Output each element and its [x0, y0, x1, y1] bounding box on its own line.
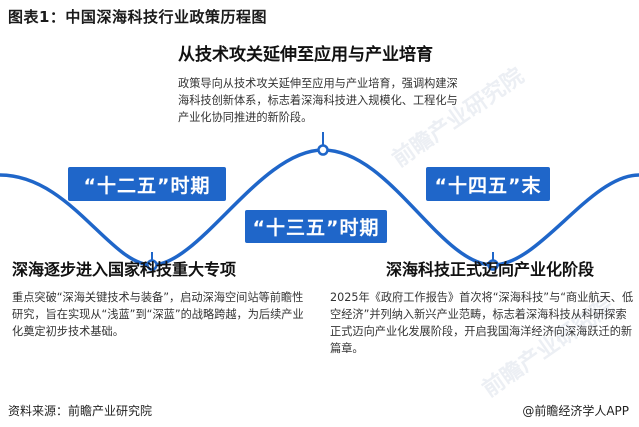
- right-heading: 深海科技正式迈向产业化阶段: [386, 260, 595, 279]
- timeline-node-top: [317, 144, 329, 156]
- top-heading: 从技术攻关延伸至应用与产业培育: [178, 45, 433, 65]
- right-description: 2025年《政府工作报告》首次将“深海科技”与“商业航天、低空经济”并列纳入新兴…: [330, 291, 634, 355]
- timeline-node-left: [146, 259, 158, 271]
- period-badge-14th: “十四五”末: [426, 167, 550, 201]
- left-heading: 深海逐步进入国家科技重大专项: [12, 260, 237, 279]
- timeline-node-right: [487, 259, 499, 271]
- period-badge-12th: “十二五”时期: [68, 167, 226, 201]
- app-credit: @前瞻经济学人APP: [522, 404, 629, 418]
- figure-title: 图表1：中国深海科技行业政策历程图: [8, 8, 267, 26]
- left-description: 重点突破“深海关键技术与装备”，启动深海空间站等前瞻性研究，旨在实现从“浅蓝”到…: [12, 291, 304, 338]
- source-note: 资料来源：前瞻产业研究院: [8, 404, 153, 418]
- top-description: 政策导向从技术攻关延伸至应用与产业培育，强调构建深海科技创新体系，标志着深海科技…: [178, 77, 458, 124]
- period-badge-13th: “十三五”时期: [245, 210, 387, 243]
